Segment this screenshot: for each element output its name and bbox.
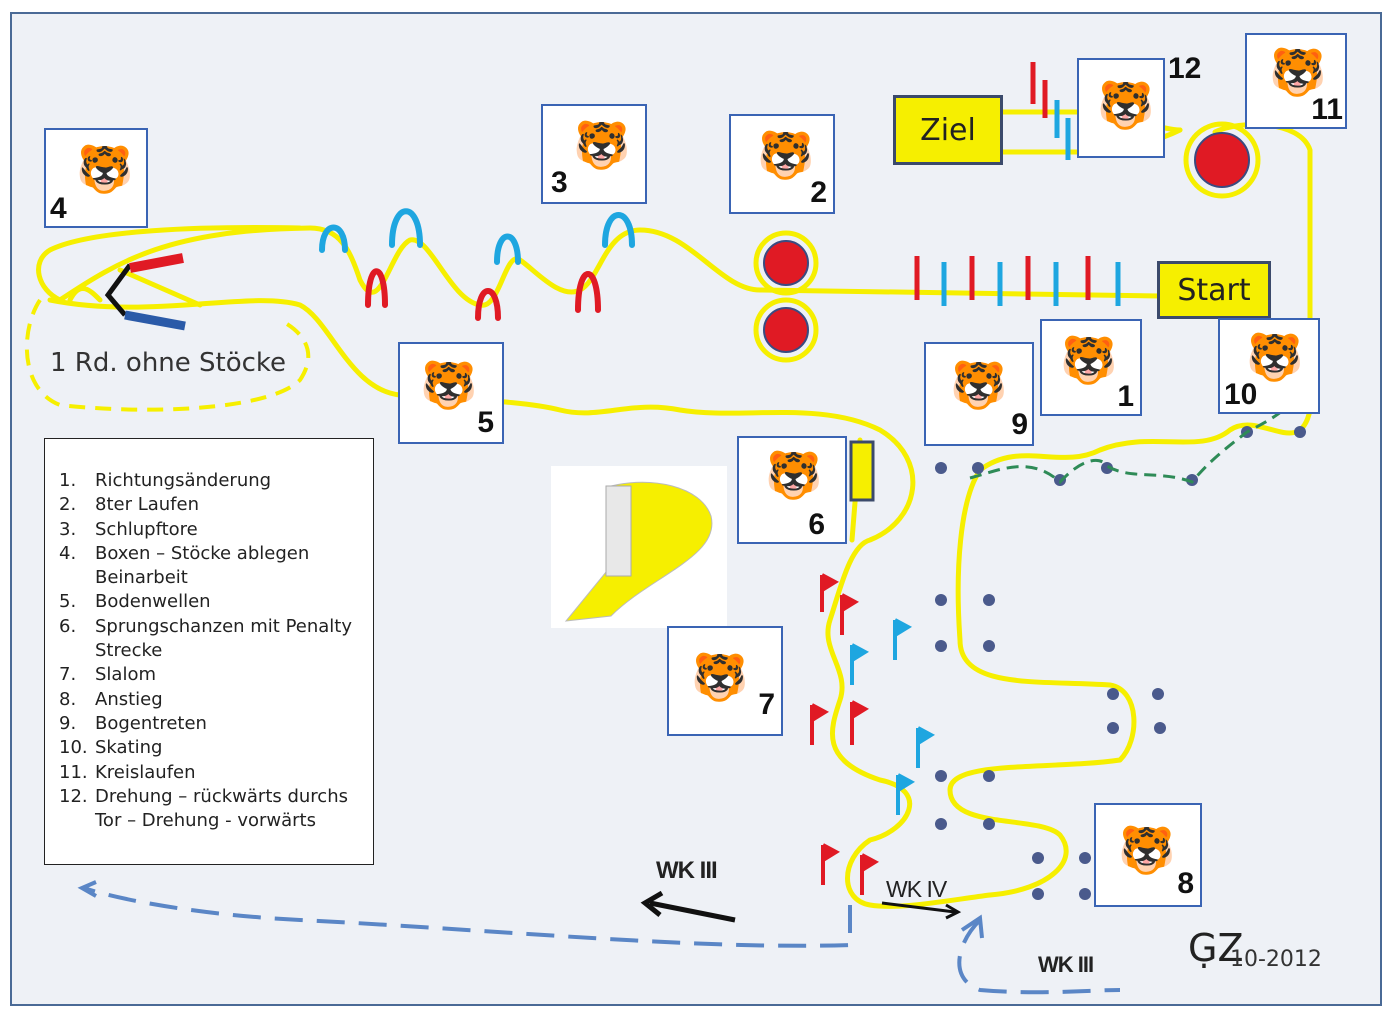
tiger-skier-icon: 🐯 — [950, 359, 1008, 411]
box-station — [104, 253, 186, 331]
tiger-skier-icon: 🐯 — [1269, 46, 1327, 98]
station-number: 7 — [758, 688, 775, 721]
finish-label-box: Ziel — [893, 95, 1003, 165]
station-5: 🐯 5 — [398, 342, 504, 444]
station-4: 🐯 4 — [44, 128, 148, 228]
direction-arrows — [640, 890, 962, 923]
lap-without-poles-path — [24, 298, 311, 412]
author-signature: G̣Z — [1188, 926, 1244, 970]
date-label: 10-2012 — [1230, 947, 1322, 972]
station-number: 8 — [1177, 867, 1194, 900]
finish-poles — [1030, 62, 1071, 160]
station-1: 🐯 1 — [1040, 319, 1142, 416]
legend-item: 3.Schlupftore — [59, 518, 198, 540]
start-poles — [914, 256, 1121, 306]
tiger-skier-icon: 🐯 — [1246, 331, 1304, 383]
legend-item: 12.Drehung – rückwärts durchs Tor – Dreh… — [59, 785, 348, 832]
station-number: 5 — [477, 406, 494, 439]
station-number: 3 — [551, 166, 568, 199]
gate-arches — [319, 208, 635, 321]
station-2: 🐯 2 — [729, 114, 835, 214]
legend-item: 2.8ter Laufen — [59, 494, 199, 516]
station-number: 2 — [810, 176, 827, 209]
station-number: 11 — [1311, 93, 1343, 126]
station-11: 🐯 11 — [1245, 33, 1347, 129]
station-7: 🐯 7 — [667, 626, 783, 736]
station-number: 4 — [50, 192, 67, 225]
tiger-skier-icon: 🐯 — [1060, 334, 1118, 386]
station-9: 🐯 9 — [924, 342, 1034, 446]
wk3-label-left: WK III — [656, 857, 718, 884]
circle-station-11 — [1183, 121, 1261, 199]
legend-item: 7.Slalom — [59, 664, 157, 686]
tiger-skier-icon: 🐯 — [420, 359, 478, 411]
legend: 1.Richtungsänderung 2.8ter Laufen 3.Schl… — [44, 438, 374, 865]
legend-item: 1.Richtungsänderung — [59, 470, 272, 491]
station-number: 1 — [1117, 380, 1134, 413]
start-label-box: Start — [1157, 261, 1271, 319]
tiger-skier-icon: 🐯 — [757, 129, 815, 181]
station-3: 🐯 3 — [541, 104, 647, 204]
station-12: 🐯 — [1077, 58, 1165, 158]
slalom-flags — [810, 573, 936, 895]
legend-item: 10.Skating — [59, 737, 163, 759]
station-number: 10 — [1224, 378, 1258, 411]
station-6: 🐯 6 — [737, 436, 847, 544]
legend-item: 5.Bodenwellen — [59, 591, 211, 613]
legend-item: 4.Boxen – Stöcke ablegen Beinarbeit — [59, 542, 310, 589]
wk4-label: WK IV — [886, 876, 947, 902]
penalty-inset-sketch — [551, 466, 727, 628]
tiger-skier-icon: 🐯 — [765, 449, 823, 501]
start-label: Start — [1177, 272, 1251, 308]
finish-label: Ziel — [920, 112, 976, 148]
track-path — [36, 109, 1313, 909]
station-number-12: 12 — [1168, 52, 1202, 85]
legend-item: 11.Kreislaufen — [59, 761, 196, 783]
penalty-box — [849, 440, 875, 502]
tiger-skier-icon: 🐯 — [1097, 79, 1155, 131]
station-number: 6 — [808, 508, 825, 541]
wk3-arrowhead-2 — [960, 914, 984, 939]
lap-without-poles-label: 1 Rd. ohne Stöcke — [50, 348, 287, 378]
tiger-skier-icon: 🐯 — [691, 651, 749, 703]
station-8: 🐯 8 — [1094, 803, 1202, 907]
legend-item: 6.Sprungschanzen mit Penalty Strecke — [59, 615, 353, 662]
tiger-skier-icon: 🐯 — [76, 143, 134, 195]
wk3-arrowhead — [77, 880, 97, 898]
tiger-skier-icon: 🐯 — [573, 119, 631, 171]
legend-item: 9.Bogentreten — [59, 712, 207, 734]
eight-circles — [753, 230, 819, 363]
station-10: 🐯 10 — [1218, 318, 1320, 414]
legend-item: 8.Anstieg — [59, 688, 163, 710]
tiger-skier-icon: 🐯 — [1118, 824, 1176, 876]
wk3-label-bottom: WK III — [1038, 952, 1094, 977]
skating-path — [969, 379, 1314, 485]
station-number: 9 — [1011, 408, 1028, 441]
wk3-paths — [83, 886, 1121, 995]
